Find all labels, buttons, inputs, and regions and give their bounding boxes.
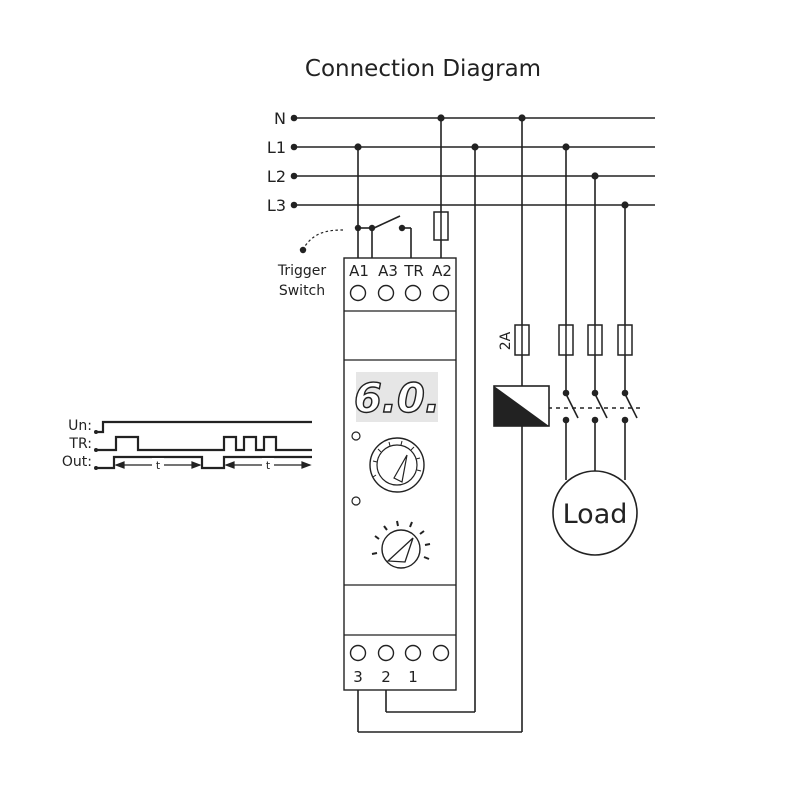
trigger-switch bbox=[299, 224, 406, 254]
timing-label-tr: TR: bbox=[68, 436, 92, 452]
load-circle bbox=[552, 470, 638, 556]
display-value: 6.0. bbox=[354, 376, 440, 422]
junction-dots bbox=[354, 114, 629, 209]
bus-start-dots bbox=[290, 114, 298, 209]
timing-label-un: Un: bbox=[68, 418, 92, 434]
fuses bbox=[433, 211, 633, 356]
timing-period-label-1: t bbox=[156, 459, 161, 472]
indicator-led-lower bbox=[351, 496, 361, 506]
terminal-label-a1: A1 bbox=[349, 262, 369, 280]
terminal-label-2: 2 bbox=[381, 668, 391, 686]
bus-label-l2: L2 bbox=[267, 167, 286, 186]
trigger-label-line2: Switch bbox=[279, 283, 325, 299]
timing-diagram: Un: TR: Out: t t bbox=[62, 418, 312, 472]
diagram-title: Connection Diagram bbox=[305, 56, 541, 82]
terminal-label-1: 1 bbox=[408, 668, 418, 686]
timing-wave-un bbox=[96, 420, 312, 434]
timing-label-out: Out: bbox=[62, 454, 92, 470]
bus-label-n: N bbox=[274, 109, 286, 128]
fuse-rating-label: 2A bbox=[498, 331, 514, 350]
timing-period-label-2: t bbox=[266, 459, 271, 472]
bottom-terminal-screws bbox=[349, 644, 450, 662]
bus-label-l1: L1 bbox=[267, 138, 286, 157]
time-range-dial-icon[interactable] bbox=[369, 437, 425, 493]
top-terminal-screws bbox=[349, 284, 450, 302]
terminal-label-tr: TR bbox=[403, 262, 424, 280]
display-panel bbox=[356, 372, 438, 422]
terminal-label-3: 3 bbox=[353, 668, 363, 686]
bus-label-l3: L3 bbox=[267, 196, 286, 215]
load-label: Load bbox=[563, 499, 628, 530]
relay-coil-icon bbox=[493, 385, 550, 427]
wiring bbox=[357, 118, 640, 733]
time-adjust-knob-icon[interactable] bbox=[371, 520, 431, 569]
timing-wave-out bbox=[96, 455, 312, 470]
contact-dots bbox=[562, 389, 629, 424]
indicator-led-upper bbox=[351, 431, 361, 441]
trigger-label-line1: Trigger bbox=[277, 263, 327, 279]
terminal-label-a2: A2 bbox=[432, 262, 452, 280]
terminal-label-a3: A3 bbox=[378, 262, 398, 280]
timing-wave-tr bbox=[96, 435, 312, 452]
